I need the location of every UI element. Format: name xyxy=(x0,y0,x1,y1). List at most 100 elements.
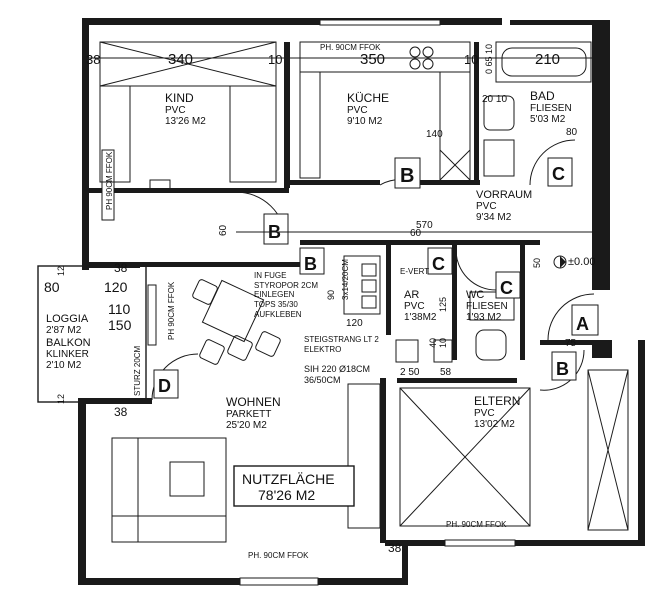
loggia-line1: LOGGIA xyxy=(46,313,89,325)
svg-text:150: 150 xyxy=(108,317,132,333)
room-eltern-name: ELTERN xyxy=(474,394,520,408)
svg-text:10: 10 xyxy=(268,52,282,67)
notes: PH. 90CM FFOK PH 90CM FFOK PH 90CM FFOK … xyxy=(105,43,507,560)
room-ar-area: 1'38M2 xyxy=(404,312,437,323)
total-label: NUTZFLÄCHE xyxy=(242,471,335,487)
svg-text:125: 125 xyxy=(438,297,448,312)
loggia-line4: KLINKER xyxy=(46,349,89,360)
svg-text:20 10: 20 10 xyxy=(482,94,507,105)
svg-text:60: 60 xyxy=(410,228,422,239)
svg-text:38: 38 xyxy=(388,541,402,555)
svg-text:±0.00: ±0.00 xyxy=(568,256,595,268)
room-wohnen-area: 25'20 M2 xyxy=(226,420,267,431)
level-marker: ±0.00 xyxy=(553,255,595,269)
svg-text:B: B xyxy=(304,254,317,274)
room-wc-name: WC xyxy=(466,289,484,301)
svg-text:340: 340 xyxy=(168,51,193,68)
svg-text:STEIGSTRANG LT 2: STEIGSTRANG LT 2 xyxy=(304,335,379,344)
room-wc-floor: FLIESEN xyxy=(466,301,508,312)
room-kueche-name: KÜCHE xyxy=(347,91,389,105)
svg-text:STYROPOR 2CM: STYROPOR 2CM xyxy=(254,281,318,290)
svg-text:C: C xyxy=(552,164,565,184)
section-mark-c-core: C xyxy=(427,247,453,275)
room-labels: KIND PVC 13'26 M2 KÜCHE PVC 9'10 M2 BAD … xyxy=(46,89,572,431)
windows xyxy=(101,19,516,586)
section-mark-c-bad: C xyxy=(547,157,573,187)
svg-text:10: 10 xyxy=(438,338,448,348)
room-kueche-area: 9'10 M2 xyxy=(347,116,383,127)
section-marks: B B B C C A B C D xyxy=(153,157,599,399)
svg-text:40: 40 xyxy=(428,338,438,348)
svg-text:36/50CM: 36/50CM xyxy=(304,375,341,385)
svg-text:STURZ 20CM: STURZ 20CM xyxy=(133,345,142,396)
svg-text:PH 90CM FFOK: PH 90CM FFOK xyxy=(167,281,176,340)
svg-text:D: D xyxy=(158,376,171,396)
room-wohnen-name: WOHNEN xyxy=(226,395,281,409)
svg-text:SIH 220 Ø18CM: SIH 220 Ø18CM xyxy=(304,364,370,374)
svg-text:2 50: 2 50 xyxy=(400,367,420,378)
svg-text:570: 570 xyxy=(416,220,433,231)
svg-text:10: 10 xyxy=(464,52,478,67)
svg-text:38: 38 xyxy=(114,405,128,419)
room-kind-name: KIND xyxy=(165,91,194,105)
room-eltern-area: 13'02 M2 xyxy=(474,419,515,430)
section-mark-b-wohnen: B xyxy=(299,247,325,275)
svg-text:12: 12 xyxy=(56,394,66,404)
room-vorraum-area: 9'34 M2 xyxy=(476,212,512,223)
room-bad-area: 5'03 M2 xyxy=(530,114,566,125)
svg-text:80: 80 xyxy=(44,279,60,295)
svg-text:A: A xyxy=(576,314,589,334)
section-mark-d: D xyxy=(153,369,179,399)
svg-text:B: B xyxy=(400,165,414,187)
svg-text:PH. 90CM FFOK: PH. 90CM FFOK xyxy=(248,551,309,560)
svg-text:C: C xyxy=(500,278,513,298)
room-wohnen-floor: PARKETT xyxy=(226,409,271,420)
svg-text:E-VERT: E-VERT xyxy=(400,267,429,276)
svg-text:3x14/20CM: 3x14/20CM xyxy=(341,259,350,300)
svg-text:PH. 90CM FFOK: PH. 90CM FFOK xyxy=(446,520,507,529)
svg-text:TOPS 35/30: TOPS 35/30 xyxy=(254,300,298,309)
section-mark-b-kueche: B xyxy=(394,157,421,189)
room-kind-area: 13'26 M2 xyxy=(165,116,206,127)
loggia-line3: BALKON xyxy=(46,337,91,349)
room-wc-area: 1'93 M2 xyxy=(466,312,502,323)
svg-text:110: 110 xyxy=(108,301,131,317)
svg-text:50: 50 xyxy=(532,258,542,268)
svg-text:120: 120 xyxy=(346,318,363,329)
svg-text:90: 90 xyxy=(326,290,336,300)
room-kind-floor: PVC xyxy=(165,105,186,116)
svg-text:PH. 90CM FFOK: PH. 90CM FFOK xyxy=(320,43,381,52)
shaft-right xyxy=(592,25,610,290)
room-vorraum-name: VORRAUM xyxy=(476,189,532,201)
room-bad-floor: FLIESEN xyxy=(530,103,572,114)
loggia-line2: 2'87 M2 xyxy=(46,325,82,336)
svg-text:60: 60 xyxy=(218,224,229,236)
svg-text:75: 75 xyxy=(565,338,577,349)
room-ar-floor: PVC xyxy=(404,301,425,312)
room-vorraum-floor: PVC xyxy=(476,201,497,212)
section-mark-c-wc: C xyxy=(495,271,521,299)
svg-text:12: 12 xyxy=(56,266,66,276)
total-area-box: NUTZFLÄCHE 78'26 M2 xyxy=(233,465,355,507)
loggia-line5: 2'10 M2 xyxy=(46,360,82,371)
section-mark-b-eltern: B xyxy=(551,351,577,381)
svg-text:210: 210 xyxy=(535,51,560,68)
section-mark-b-kind: B xyxy=(263,213,289,245)
room-eltern-floor: PVC xyxy=(474,408,495,419)
svg-text:EINLEGEN: EINLEGEN xyxy=(254,290,295,299)
svg-text:PH 90CM FFOK: PH 90CM FFOK xyxy=(105,151,114,210)
svg-text:38: 38 xyxy=(114,261,128,275)
svg-text:IN FUGE: IN FUGE xyxy=(254,271,286,280)
svg-text:350: 350 xyxy=(360,51,385,68)
svg-text:AUFKLEBEN: AUFKLEBEN xyxy=(254,310,302,319)
room-bad-name: BAD xyxy=(530,89,555,103)
section-mark-a: A xyxy=(571,304,599,336)
svg-text:80: 80 xyxy=(566,127,578,138)
svg-text:C: C xyxy=(432,254,445,274)
svg-text:120: 120 xyxy=(104,279,128,295)
svg-text:B: B xyxy=(556,359,569,379)
dimensions: 38 340 10 350 10 210 0 65 10 20 10 140 8… xyxy=(44,44,610,555)
furniture xyxy=(99,41,629,543)
svg-text:ELEKTRO: ELEKTRO xyxy=(304,345,341,354)
